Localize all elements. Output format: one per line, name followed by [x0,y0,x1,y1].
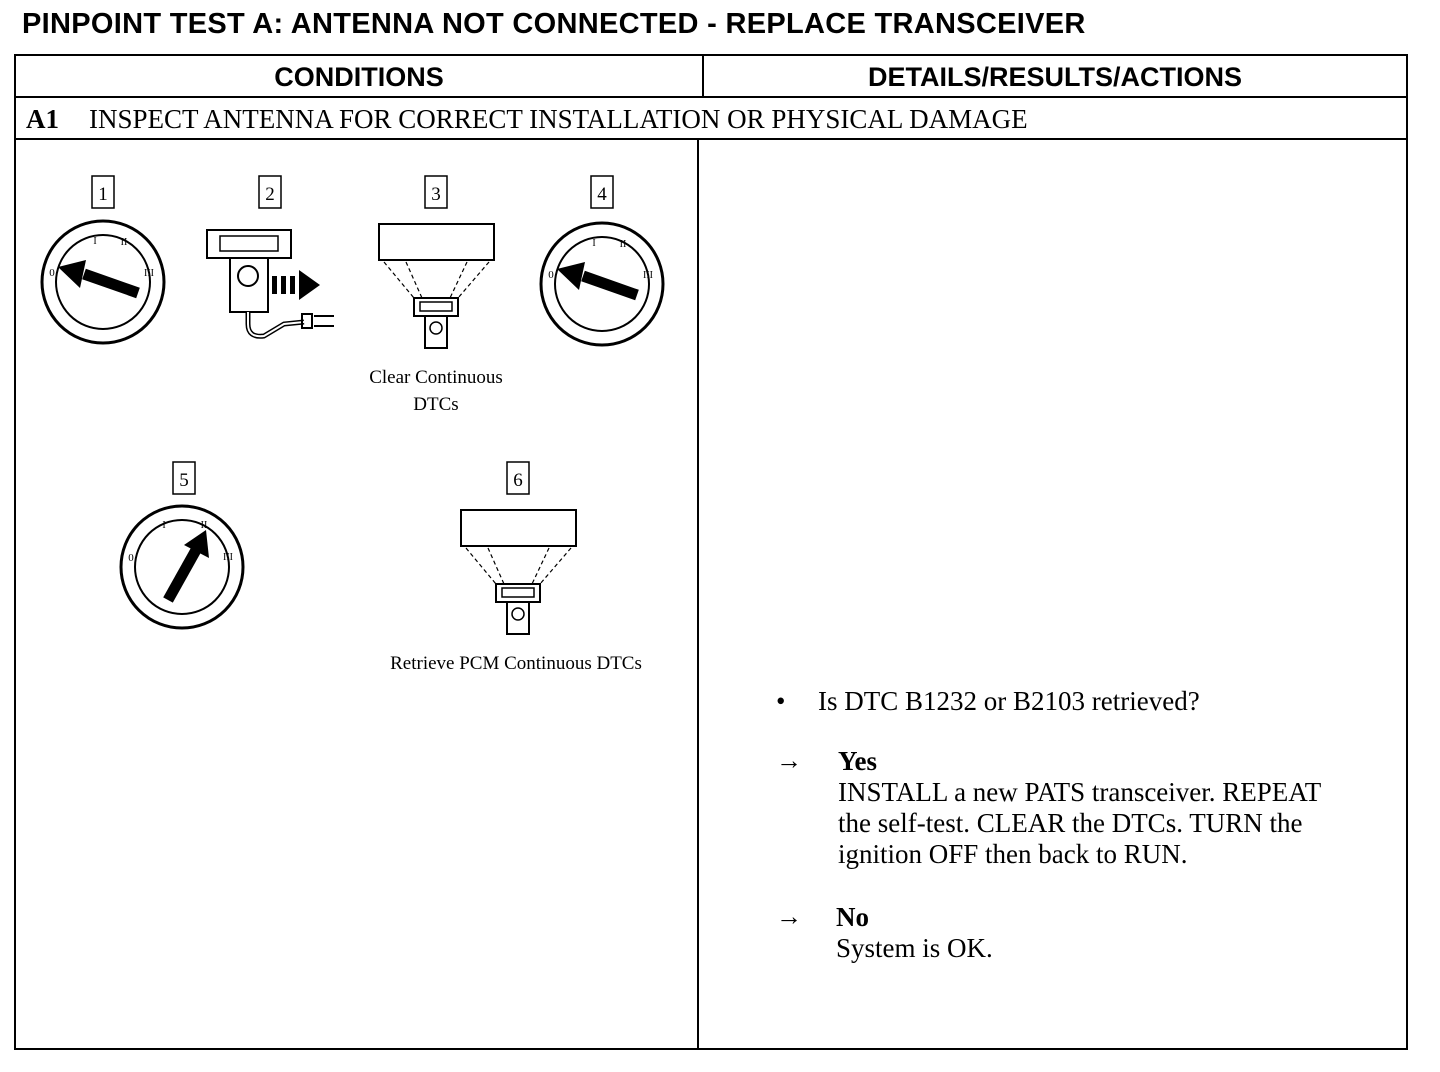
pinpoint-table [14,54,1408,1050]
figure-6-caption: Retrieve PCM Continuous DTCs [390,653,642,674]
svg-text:III: III [223,552,233,563]
conditions-header: CONDITIONS [274,62,444,92]
figure-3-caption-line1: Clear Continuous [369,367,503,388]
figure-2: 2 [206,175,334,339]
figure-1-label: 1 [98,184,108,205]
figure-4-label-box [590,175,614,209]
svg-text:II: II [121,237,128,248]
ignition-switch-off-icon: 0 I II III [539,221,665,347]
svg-text:0: 0 [548,269,554,281]
yes-line-1: INSTALL a new PATS transceiver. REPEAT [838,777,1322,807]
ignition-switch-run-icon: 0 I II III [119,504,245,630]
figure-3-caption-line2: DTCs [413,394,459,415]
figure-5-label-box [172,461,196,495]
page-title: PINPOINT TEST A: ANTENNA NOT CONNECTED -… [22,8,1086,40]
svg-text:I: I [93,236,96,247]
svg-text:I: I [592,238,595,249]
figure-2-label-box [258,175,282,209]
svg-text:III: III [643,270,653,281]
svg-text:0: 0 [49,267,55,279]
no-text: System is OK. [836,933,993,963]
question-text: Is DTC B1232 or B2103 retrieved? [818,686,1200,716]
yes-line-2: the self-test. CLEAR the DTCs. TURN the [838,808,1303,838]
figure-4-label: 4 [597,184,607,205]
scan-tool-icon [378,223,495,349]
svg-text:III: III [144,268,154,279]
ignition-switch-off-icon: 0 I II III [40,219,166,345]
header-divider [16,96,1406,98]
figure-3-label: 3 [431,184,441,205]
yes-label: Yes [838,746,877,776]
figure-3: 3 [378,175,495,349]
svg-text:II: II [201,520,208,531]
step-text: INSPECT ANTENNA FOR CORRECT INSTALLATION… [89,104,1028,134]
figure-1: 1 0 I II III [40,175,166,345]
svg-text:0: 0 [128,552,134,564]
figure-1-label-box [91,175,115,209]
step-number: A1 [26,104,59,134]
no-response: No System is OK. [836,902,1396,964]
figure-6-label-box [506,461,530,495]
figure-5: 5 0 I II III [119,461,245,630]
yes-line-3: ignition OFF then back to RUN. [838,839,1188,869]
no-label: No [836,902,869,932]
yes-response: Yes INSTALL a new PATS transceiver. REPE… [838,746,1398,870]
figure-6-label: 6 [513,470,523,491]
step-a1: A1 INSPECT ANTENNA FOR CORRECT INSTALLATI… [26,100,1028,138]
figure-6: 6 [460,461,577,635]
svg-text:II: II [620,239,627,250]
figures-svg: 1 0 I II III 2 [40,175,665,635]
step-divider [16,138,1406,140]
yes-arrow: → [776,746,802,775]
conditions-figures: 1 0 I II III 2 [16,140,696,1048]
figure-3-label-box [424,175,448,209]
details-results-actions: • Is DTC B1232 or B2103 retrieved? → Yes… [700,140,1406,1048]
question-bullet: • [776,686,786,716]
details-header: DETAILS/RESULTS/ACTIONS [867,62,1242,92]
no-arrow: → [776,902,802,931]
figure-3-caption: Clear Continuous DTCs [336,364,536,418]
header-column-divider [702,56,704,96]
figure-2-label: 2 [265,184,275,205]
figure-4: 4 0 I II III [539,175,665,347]
scan-tool-icon [460,509,577,635]
column-divider [697,140,699,1048]
figure-5-label: 5 [179,470,189,491]
disconnect-connector-icon [206,229,334,339]
svg-text:I: I [162,520,165,531]
